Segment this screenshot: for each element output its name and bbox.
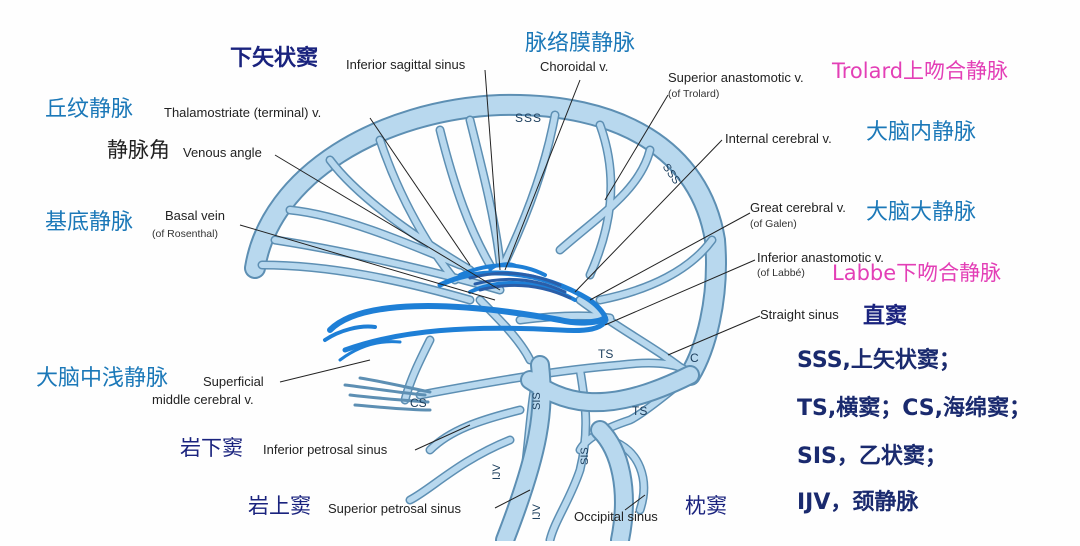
internal-cerebral-vein-dark bbox=[468, 271, 572, 300]
great-cerebral-en: Great cerebral v. bbox=[750, 200, 846, 215]
superficial-middle-zh: 大脑中浅静脉 bbox=[36, 366, 169, 391]
cavernous-sinus bbox=[343, 376, 432, 412]
trolard-zh: Trolard上吻合静脉 bbox=[832, 59, 1009, 83]
sup-petrosal-zh: 岩上窦 bbox=[248, 494, 311, 518]
basal-en: Basal vein bbox=[165, 208, 225, 223]
leader-lines bbox=[239, 69, 761, 511]
c-label: C bbox=[690, 351, 699, 365]
occipital-zh: 枕窦 bbox=[685, 494, 727, 518]
inf-anastomotic-en2: (of Labbé) bbox=[757, 267, 805, 279]
sup-anastomotic-en2: (of Trolard) bbox=[668, 88, 720, 100]
inferior-sagittal-zh: 下矢状窦 bbox=[230, 46, 319, 71]
occipital-en: Occipital sinus bbox=[574, 509, 658, 524]
choroidal-zh: 脉络膜静脉 bbox=[525, 31, 636, 56]
superior-sagittal-sinus bbox=[244, 93, 727, 386]
structure-labels: SSS SSS TS TS C CS SIS SIS IJV IJV bbox=[410, 111, 699, 520]
straight-zh: 直窦 bbox=[863, 304, 908, 329]
sss-top-label: SSS bbox=[515, 111, 542, 125]
superficial-middle-en2: middle cerebral v. bbox=[152, 392, 254, 407]
sup-petrosal-en: Superior petrosal sinus bbox=[328, 501, 461, 516]
thalamostriate-zh: 丘纹静脉 bbox=[45, 97, 134, 122]
thalamostriate-en: Thalamostriate (terminal) v. bbox=[164, 105, 322, 120]
great-cerebral-en2: (of Galen) bbox=[750, 218, 797, 230]
venous-angle-zh: 静脉角 bbox=[107, 138, 170, 162]
superficial-middle-en: Superficial bbox=[203, 374, 264, 389]
straight-en: Straight sinus bbox=[760, 307, 839, 322]
transverse-sigmoid-sinus bbox=[495, 355, 700, 546]
inf-petrosal-en: Inferior petrosal sinus bbox=[263, 442, 388, 457]
inf-petrosal-zh: 岩下窦 bbox=[180, 436, 243, 460]
great-cerebral-zh: 大脑大静脉 bbox=[866, 200, 977, 225]
ts-lower-label: TS bbox=[632, 404, 647, 418]
labbe-zh: Labbe下吻合静脉 bbox=[832, 261, 1002, 285]
ijv-2-label: IJV bbox=[531, 503, 543, 520]
sup-anastomotic-en: Superior anastomotic v. bbox=[668, 70, 804, 85]
basal-zh: 基底静脉 bbox=[45, 210, 134, 235]
legend-line-4: IJV，颈静脉 bbox=[797, 490, 919, 515]
ts-upper-label: TS bbox=[598, 347, 613, 361]
ijv-1-label: IJV bbox=[491, 463, 503, 480]
internal-cerebral-en: Internal cerebral v. bbox=[725, 131, 832, 146]
inferior-sagittal-en: Inferior sagittal sinus bbox=[346, 57, 466, 72]
sis-2-label: SIS bbox=[579, 447, 591, 465]
inf-anastomotic-en: Inferior anastomotic v. bbox=[757, 250, 884, 265]
legend-line-3: SIS，乙状窦； bbox=[797, 444, 947, 469]
basal-en2: (of Rosenthal) bbox=[152, 228, 218, 240]
sis-1-label: SIS bbox=[531, 392, 543, 410]
deep-veins bbox=[323, 262, 609, 362]
legend-line-2: TS,横窦；CS,海绵窦； bbox=[797, 396, 1031, 421]
legend-line-1: SSS,上矢状窦； bbox=[797, 348, 961, 373]
choroidal-en: Choroidal v. bbox=[540, 59, 609, 74]
internal-cerebral-zh: 大脑内静脉 bbox=[866, 120, 977, 145]
venous-angle-en: Venous angle bbox=[183, 145, 262, 160]
cs-label: CS bbox=[410, 396, 427, 410]
